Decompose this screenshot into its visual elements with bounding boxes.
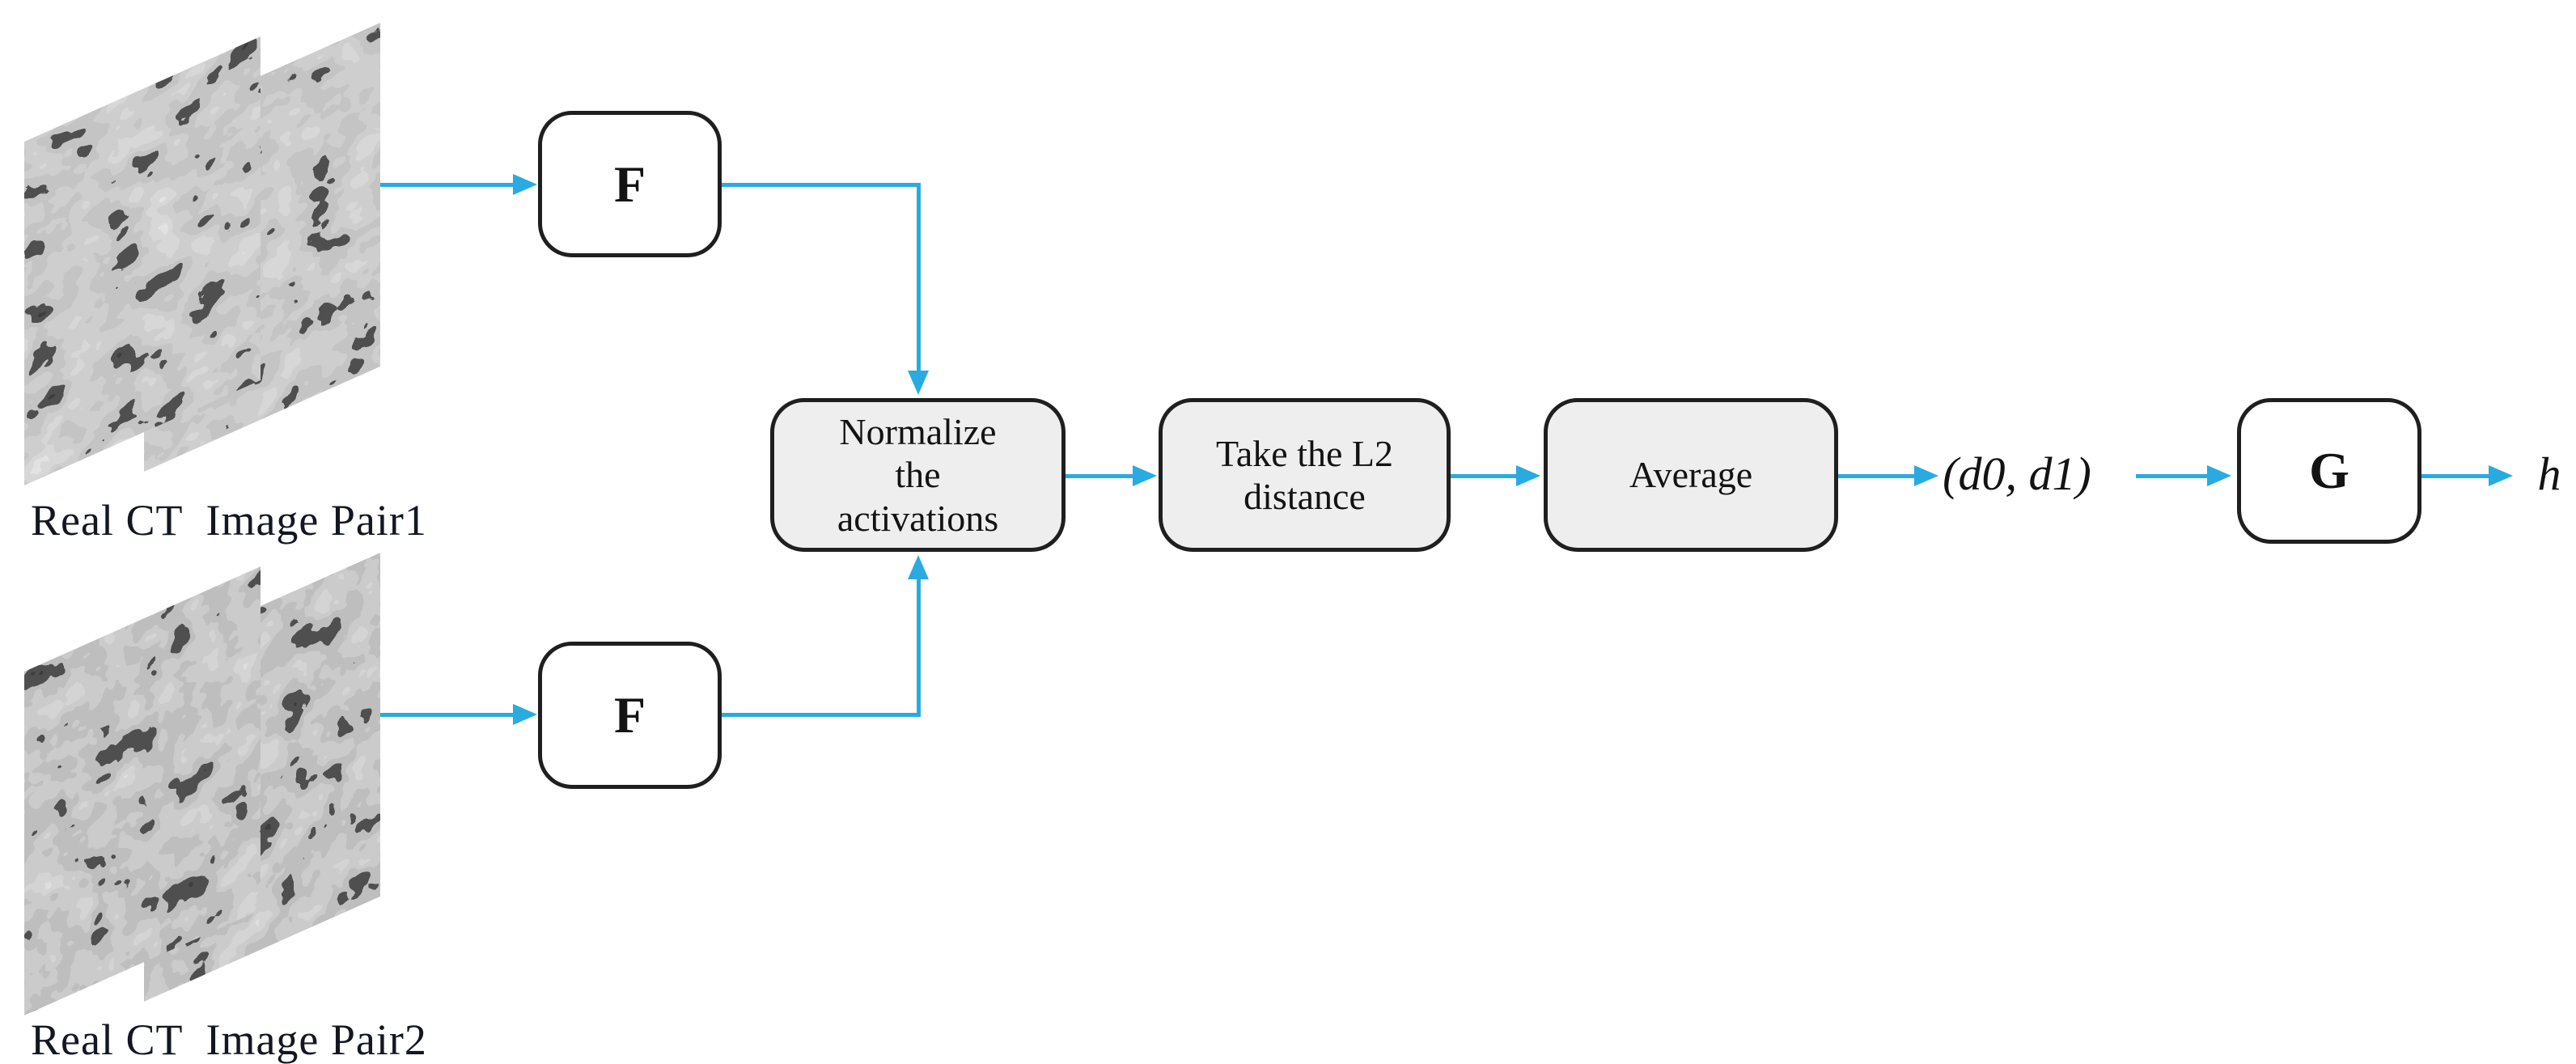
node-network-g: G — [2237, 398, 2421, 544]
node-f1-label: F — [613, 155, 646, 213]
ct-slice-image-pair1-front — [24, 36, 261, 485]
node-feature-network-f1: F — [538, 111, 722, 257]
node-take-l2-distance: Take the L2 distance — [1159, 398, 1451, 552]
ct-pair1-caption: Real CT Image Pair1 — [31, 496, 427, 545]
final-output-h-label: h — [2537, 447, 2561, 500]
distance-pair-output-label: (d0, d1) — [1943, 447, 2091, 500]
node-take-l2-label: Take the L2 distance — [1215, 432, 1394, 517]
node-f2-label: F — [613, 686, 646, 744]
node-normalize-label: Normalize the activations — [837, 410, 999, 539]
node-normalize-activations: Normalize the activations — [770, 398, 1066, 552]
node-average-label: Average — [1629, 454, 1753, 496]
node-g-label: G — [2309, 442, 2349, 499]
node-average: Average — [1544, 398, 1838, 552]
ct-slice-image-pair2-front — [24, 566, 261, 1015]
node-feature-network-f2: F — [538, 642, 722, 789]
ct-pair2-caption: Real CT Image Pair2 — [31, 1015, 427, 1064]
